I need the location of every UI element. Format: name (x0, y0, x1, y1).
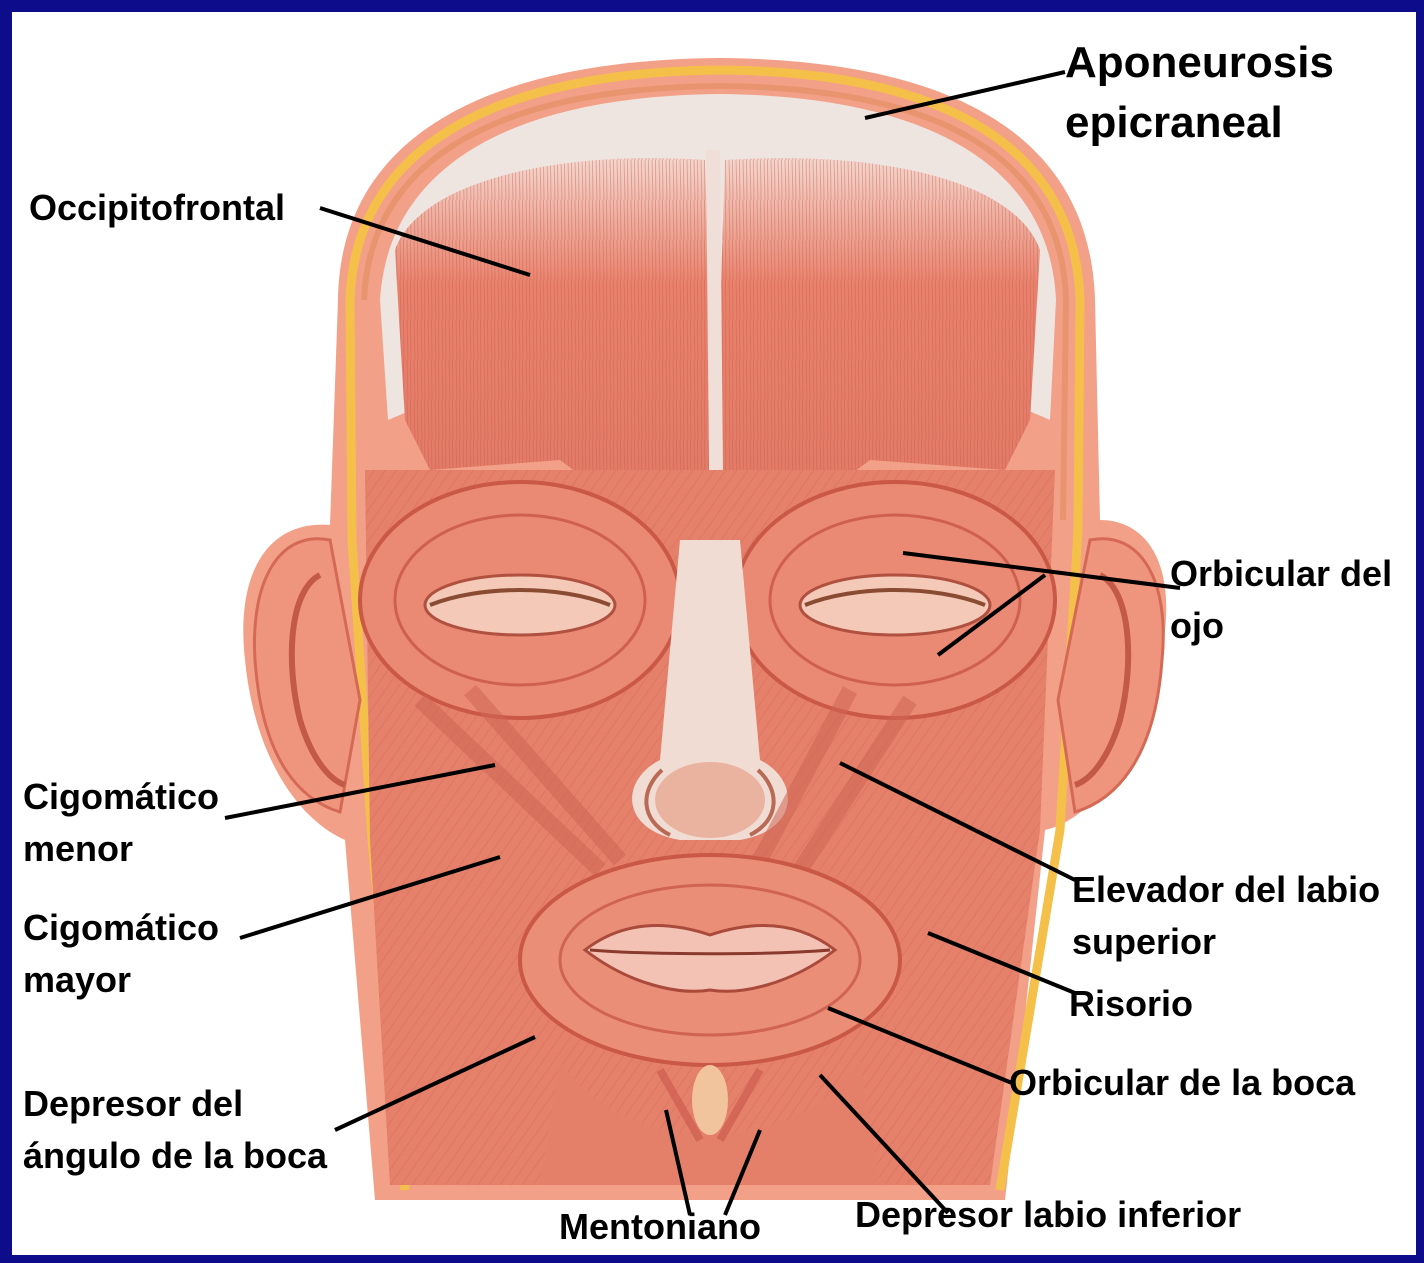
label-orbicular-del-ojo: Orbicular del ojo (1170, 548, 1392, 652)
label-depresor-del-angulo: Depresor del ángulo de la boca (23, 1078, 327, 1182)
label-risorio: Risorio (1069, 978, 1193, 1030)
label-orbicular-de-la-boca: Orbicular de la boca (1009, 1057, 1355, 1109)
label-aponeurosis: Aponeurosis epicraneal (1065, 33, 1334, 153)
label-cigomatico-menor: Cigomático menor (23, 771, 219, 875)
label-elevador-del-labio-superior: Elevador del labio superior (1072, 864, 1380, 968)
label-occipitofrontal: Occipitofrontal (29, 182, 285, 234)
label-depresor-labio-inferior: Depresor labio inferior (855, 1189, 1241, 1241)
label-mentoniano: Mentoniano (559, 1201, 761, 1253)
label-cigomatico-mayor: Cigomático mayor (23, 902, 219, 1006)
